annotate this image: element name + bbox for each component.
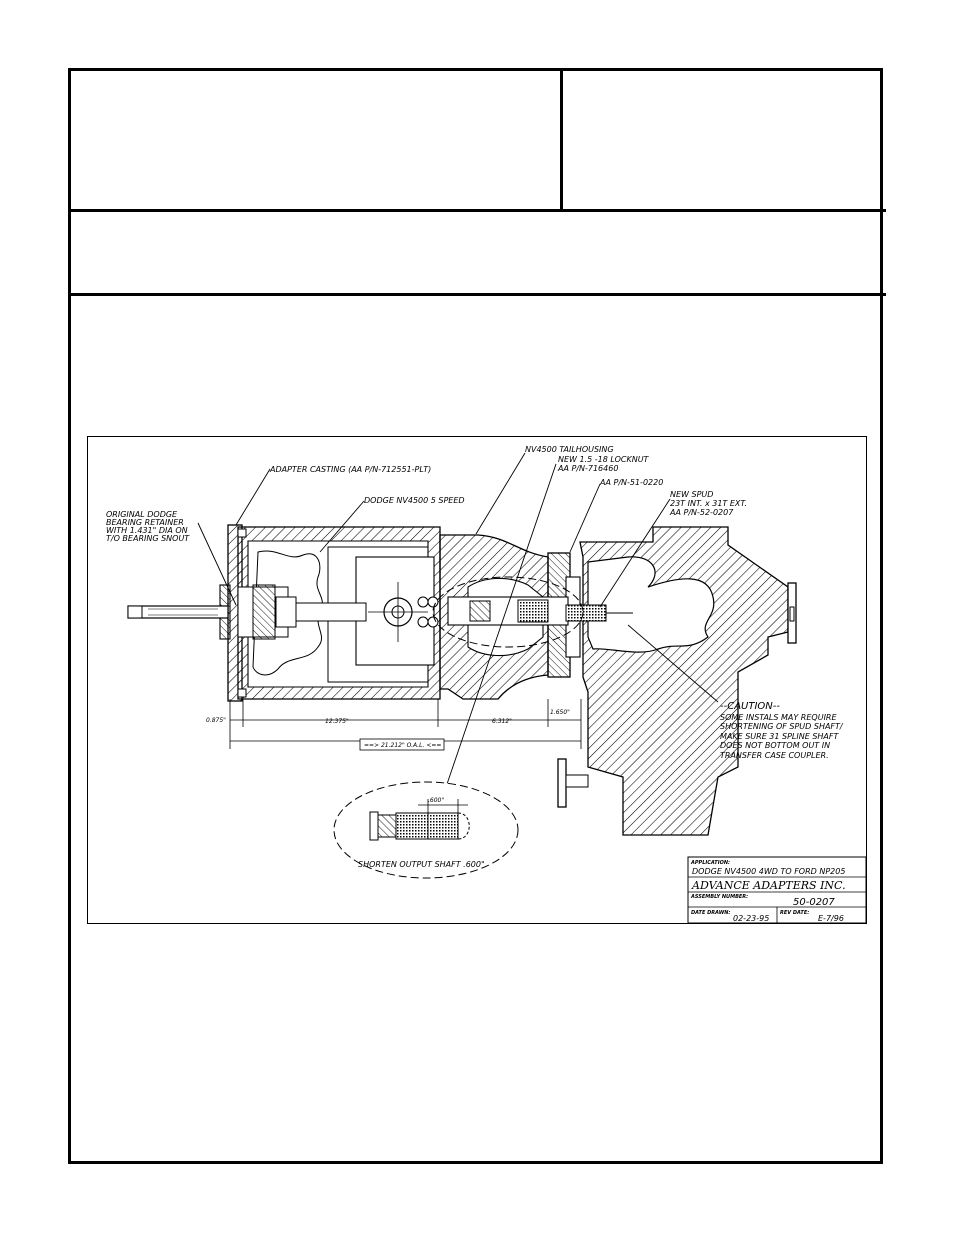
input-gear <box>252 584 276 640</box>
tb-rev-date-label: REV DATE: <box>780 910 809 916</box>
title-block: APPLICATION: DODGE NV4500 4WD TO FORD NP… <box>687 856 867 924</box>
tb-rev-date: E-7/96 <box>818 914 844 923</box>
tb-date-drawn-label: DATE DRAWN: <box>691 910 730 916</box>
callout-adapter-casting: ADAPTER CASTING (AA P/N-712551-PLT) <box>269 465 431 474</box>
dim-6-312: 6.312" <box>492 718 512 725</box>
subheader-divider <box>68 293 886 296</box>
dim-1-650: 1.650" <box>550 709 570 716</box>
detail-label: SHORTEN OUTPUT SHAFT .600" <box>358 860 485 869</box>
header-column-divider <box>560 68 563 211</box>
callout-retainer-2: BEARING RETAINER <box>106 518 184 527</box>
spud-shaft <box>565 604 607 622</box>
detail-dim: .600" <box>428 797 444 804</box>
assembly-drawing: NV4500 TAILHOUSING NEW 1.5 -18 LOCKNUT A… <box>87 436 867 924</box>
callout-new-spud: NEW SPUD <box>670 490 713 499</box>
tb-date-drawn: 02-23-95 <box>733 914 769 923</box>
dim-12-375: 12.375" <box>325 718 349 725</box>
callout-tailhousing: NV4500 TAILHOUSING <box>525 445 614 454</box>
page-frame <box>68 68 883 1164</box>
caution-line-5: TRANSFER CASE COUPLER. <box>720 751 829 760</box>
callout-transmission: DODGE NV4500 5 SPEED <box>364 496 465 505</box>
header-divider <box>68 209 886 212</box>
callout-locknut: NEW 1.5 -18 LOCKNUT <box>558 455 650 464</box>
caution-line-3: MAKE SURE 31 SPLINE SHAFT <box>720 732 840 741</box>
transfer-case-cavity <box>587 556 715 653</box>
output-shaft <box>447 596 569 626</box>
callout-retainer-1: ORIGINAL DODGE <box>106 510 178 519</box>
callout-spud-spec: 23T INT. x 31T EXT. <box>670 499 747 508</box>
tb-company: ADVANCE ADAPTERS INC. <box>691 879 846 892</box>
callout-spud-pn: AA P/N-52-0207 <box>669 508 734 517</box>
caution-line-2: SHORTENING OF SPUD SHAFT/ <box>720 722 844 731</box>
tb-application-label: APPLICATION: <box>690 860 730 866</box>
caution-line-4: DOES NOT BOTTOM OUT IN <box>720 741 830 750</box>
callout-locknut-pn: AA P/N-716460 <box>557 464 618 473</box>
callout-retainer-3: WITH 1.431" DIA ON <box>106 526 188 535</box>
tb-application: DODGE NV4500 4WD TO FORD NP205 <box>692 867 845 876</box>
caution-line-1: SOME INSTALS MAY REQUIRE <box>720 713 837 722</box>
dim-0-875: 0.875" <box>206 717 226 724</box>
callout-retainer-4: T/O BEARING SNOUT <box>106 534 190 543</box>
tb-assembly-number: 50-0207 <box>793 897 835 908</box>
input-shaft <box>127 605 229 619</box>
caution-title: --CAUTION-- <box>720 701 780 712</box>
callout-adapter-pn: AA P/N-51-0220 <box>599 478 663 487</box>
dim-oal: ==> 21.212" O.A.L. <== <box>364 742 441 749</box>
tb-assembly-label: ASSEMBLY NUMBER: <box>690 894 748 900</box>
